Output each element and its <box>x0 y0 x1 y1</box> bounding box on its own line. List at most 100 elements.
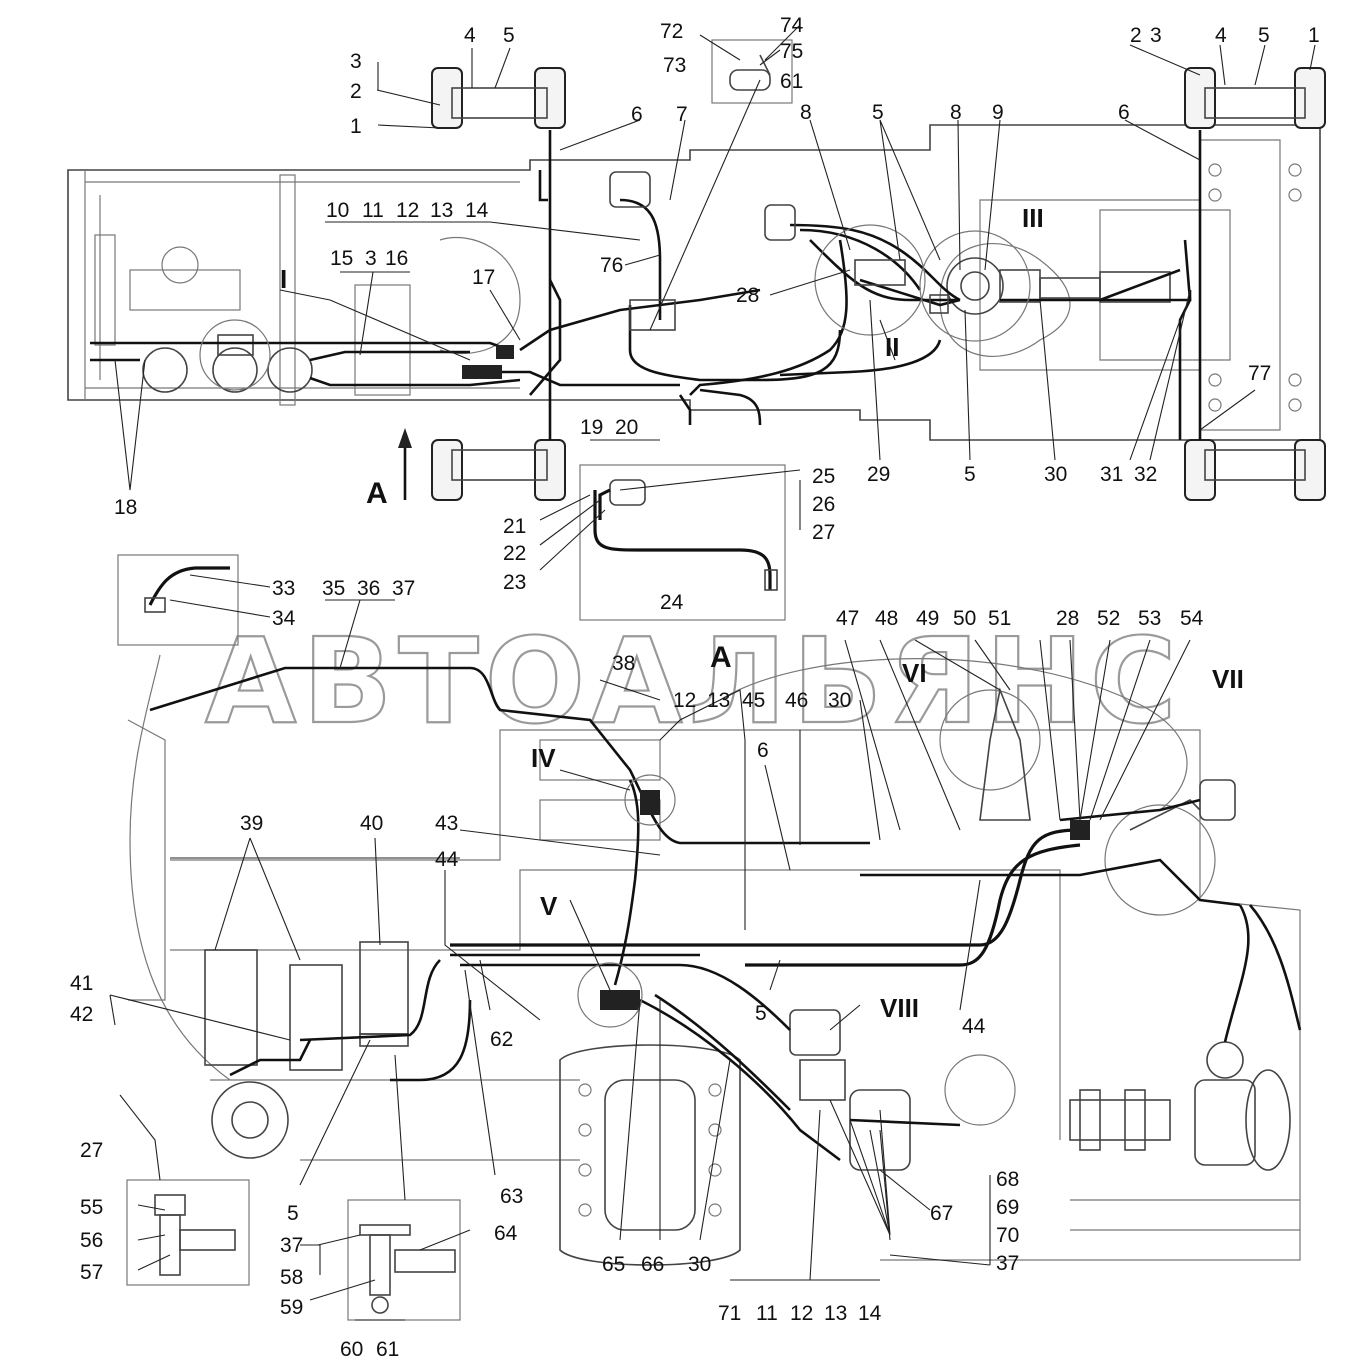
callout-52: 52 <box>1097 607 1120 630</box>
callout-30b: 30 <box>828 689 851 712</box>
callout-61b: 61 <box>376 1338 399 1361</box>
callout-43: 43 <box>435 812 458 835</box>
callout-71: 71 <box>718 1302 741 1325</box>
callout-3a: 3 <box>350 50 362 73</box>
callout-67: 67 <box>930 1202 953 1225</box>
callout-26: 26 <box>812 493 835 516</box>
callout-66: 66 <box>641 1253 664 1276</box>
inset-valve-detail <box>711 39 793 104</box>
callout-3c: 3 <box>365 247 377 270</box>
callout-77: 77 <box>1248 362 1271 385</box>
side-view-brake-unit <box>1069 1041 1291 1171</box>
air-receivers <box>142 334 313 393</box>
callout-75: 75 <box>780 40 803 63</box>
inset-fitting-55-57 <box>126 1179 250 1286</box>
callout-74: 74 <box>780 14 804 37</box>
top-view-wheels <box>431 67 1326 501</box>
callout-1b: 1 <box>1308 24 1320 47</box>
label-roman-v: V <box>540 891 558 921</box>
inset-hose-detail <box>579 464 786 621</box>
callout-38: 38 <box>612 652 635 675</box>
callout-5c: 5 <box>1258 24 1270 47</box>
callout-42: 42 <box>70 1003 93 1026</box>
callout-2b: 2 <box>1130 24 1142 47</box>
leader-lines <box>109 24 1316 1321</box>
roman-numeral-labels: I II III IV V VI VII VIII A A <box>280 203 1244 1023</box>
callout-31: 31 <box>1100 463 1123 486</box>
callout-27b: 27 <box>80 1139 103 1162</box>
callout-47: 47 <box>836 607 859 630</box>
callout-44a: 44 <box>435 848 459 871</box>
view-arrow-a <box>398 428 412 500</box>
callout-57: 57 <box>80 1261 103 1284</box>
callout-36: 36 <box>357 577 380 600</box>
callout-35: 35 <box>322 577 345 600</box>
callout-16: 16 <box>385 247 408 270</box>
callout-69: 69 <box>996 1196 1019 1219</box>
callout-51: 51 <box>988 607 1011 630</box>
inset-connector-detail <box>117 554 239 646</box>
label-view-a-lower: A <box>710 641 732 674</box>
callout-73: 73 <box>663 54 686 77</box>
callout-21: 21 <box>503 515 526 538</box>
side-view-controls <box>789 687 1236 1171</box>
callout-30c: 30 <box>688 1253 711 1276</box>
callout-19: 19 <box>580 416 603 439</box>
callout-30a: 30 <box>1044 463 1067 486</box>
callout-5b: 5 <box>872 101 884 124</box>
callout-55: 55 <box>80 1196 103 1219</box>
top-view-pipelines <box>90 130 1202 440</box>
inset-drain-valve-58-61 <box>347 1199 461 1321</box>
callout-6b: 6 <box>1118 101 1130 124</box>
label-roman-iii: III <box>1022 203 1044 233</box>
callout-68: 68 <box>996 1168 1019 1191</box>
callout-9: 9 <box>992 101 1004 124</box>
callout-44b: 44 <box>962 1015 986 1038</box>
callout-13a: 13 <box>430 199 453 222</box>
callout-2a: 2 <box>350 80 362 103</box>
callout-45: 45 <box>742 689 765 712</box>
callout-11b: 11 <box>756 1302 778 1325</box>
callout-22: 22 <box>503 542 526 565</box>
callout-7: 7 <box>676 103 688 126</box>
callout-13b: 13 <box>707 689 730 712</box>
callout-14b: 14 <box>858 1302 882 1325</box>
label-roman-vii: VII <box>1212 664 1244 694</box>
side-view-receivers <box>204 941 409 1071</box>
callout-numbers: 3 2 1 4 5 6 7 72 73 74 75 61 8 5 8 9 6 2… <box>70 14 1320 1361</box>
callout-6a: 6 <box>631 103 643 126</box>
label-roman-i: I <box>280 264 287 294</box>
callout-28b: 28 <box>1056 607 1079 630</box>
side-view-axle <box>559 1044 741 1266</box>
callout-41: 41 <box>70 972 93 995</box>
callout-32: 32 <box>1134 463 1157 486</box>
callout-39: 39 <box>240 812 263 835</box>
callout-60: 60 <box>340 1338 363 1361</box>
callout-8a: 8 <box>800 101 812 124</box>
callout-53: 53 <box>1138 607 1161 630</box>
callout-4b: 4 <box>1215 24 1227 47</box>
callout-46: 46 <box>785 689 808 712</box>
callout-37b: 37 <box>996 1252 1019 1275</box>
callout-33: 33 <box>272 577 295 600</box>
callout-8b: 8 <box>950 101 962 124</box>
callout-70: 70 <box>996 1224 1019 1247</box>
callout-50: 50 <box>953 607 976 630</box>
side-view-pipelines <box>149 666 1302 1162</box>
callout-40: 40 <box>360 812 383 835</box>
callout-28a: 28 <box>736 284 759 307</box>
callout-5e: 5 <box>755 1002 767 1025</box>
callout-49: 49 <box>916 607 939 630</box>
callout-29: 29 <box>867 463 890 486</box>
callout-64: 64 <box>494 1222 518 1245</box>
callout-62: 62 <box>490 1028 513 1051</box>
label-roman-vi: VI <box>902 658 927 688</box>
callout-6c: 6 <box>757 739 769 762</box>
callout-56: 56 <box>80 1229 103 1252</box>
label-roman-ii: II <box>885 332 899 362</box>
callout-72: 72 <box>660 20 683 43</box>
callout-14a: 14 <box>465 199 489 222</box>
callout-3b: 3 <box>1150 24 1162 47</box>
